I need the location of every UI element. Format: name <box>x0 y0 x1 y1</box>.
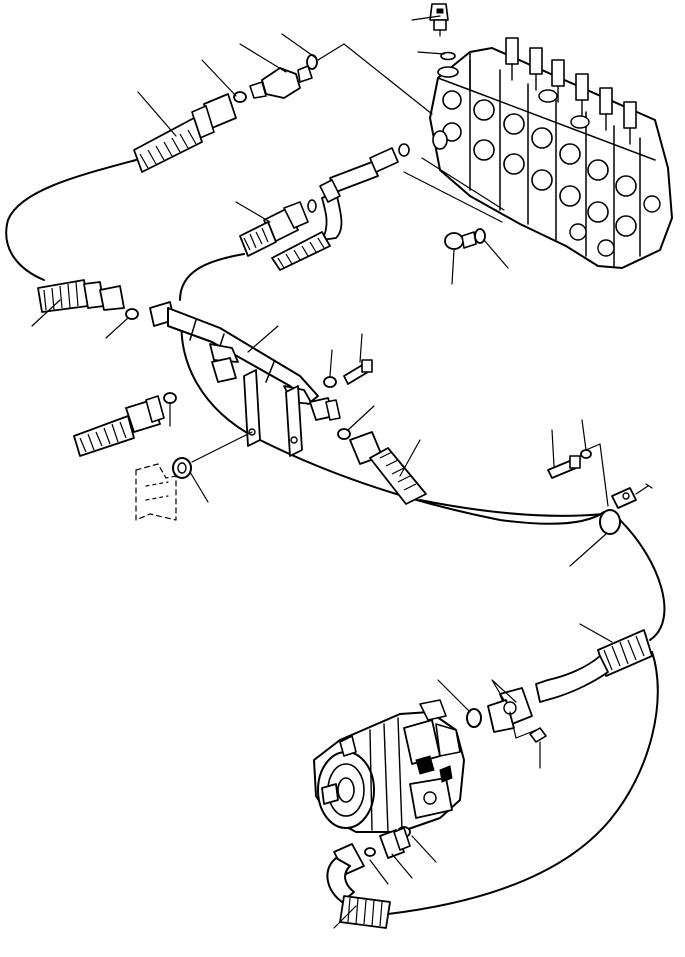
valve-ports <box>442 90 661 257</box>
o-ring <box>307 199 317 213</box>
bolt <box>529 727 547 743</box>
split-flange <box>487 687 533 733</box>
frame-section <box>135 463 177 521</box>
adapter <box>249 65 313 99</box>
washer <box>323 376 337 388</box>
bracket <box>243 369 303 457</box>
bushing <box>172 457 192 479</box>
hose-end <box>37 279 89 313</box>
hose-end <box>271 231 331 271</box>
hose <box>419 499 605 517</box>
hose-end <box>133 117 203 173</box>
hose-fitting <box>83 281 125 311</box>
hose-end <box>73 415 135 457</box>
adapter <box>379 827 411 859</box>
o-ring <box>364 847 376 857</box>
hose-fitting <box>125 395 165 433</box>
hose <box>535 655 609 703</box>
adapter <box>211 357 341 421</box>
control-valve <box>429 37 673 269</box>
bolt <box>343 359 373 385</box>
leader-lines <box>31 15 613 929</box>
o-ring <box>125 308 139 320</box>
o-ring <box>466 708 482 728</box>
pressure-switch <box>429 3 449 37</box>
hose-clamp <box>599 483 653 535</box>
bolt <box>547 455 581 479</box>
o-ring <box>337 428 351 440</box>
hose-end <box>369 447 427 505</box>
hose <box>180 317 605 525</box>
hose <box>387 651 659 915</box>
elbow-pipe <box>319 143 410 241</box>
plug <box>444 231 477 250</box>
hose-fitting <box>191 93 237 139</box>
valve-spools <box>505 37 637 145</box>
hose <box>179 253 245 301</box>
washer <box>580 449 592 459</box>
o-ring <box>233 91 247 103</box>
hydraulic-pump <box>313 699 465 833</box>
hose-end <box>239 221 277 257</box>
o-ring <box>163 392 177 404</box>
o-ring <box>474 228 486 244</box>
hose <box>619 519 666 641</box>
hose-end <box>326 843 391 929</box>
hose <box>5 159 137 281</box>
